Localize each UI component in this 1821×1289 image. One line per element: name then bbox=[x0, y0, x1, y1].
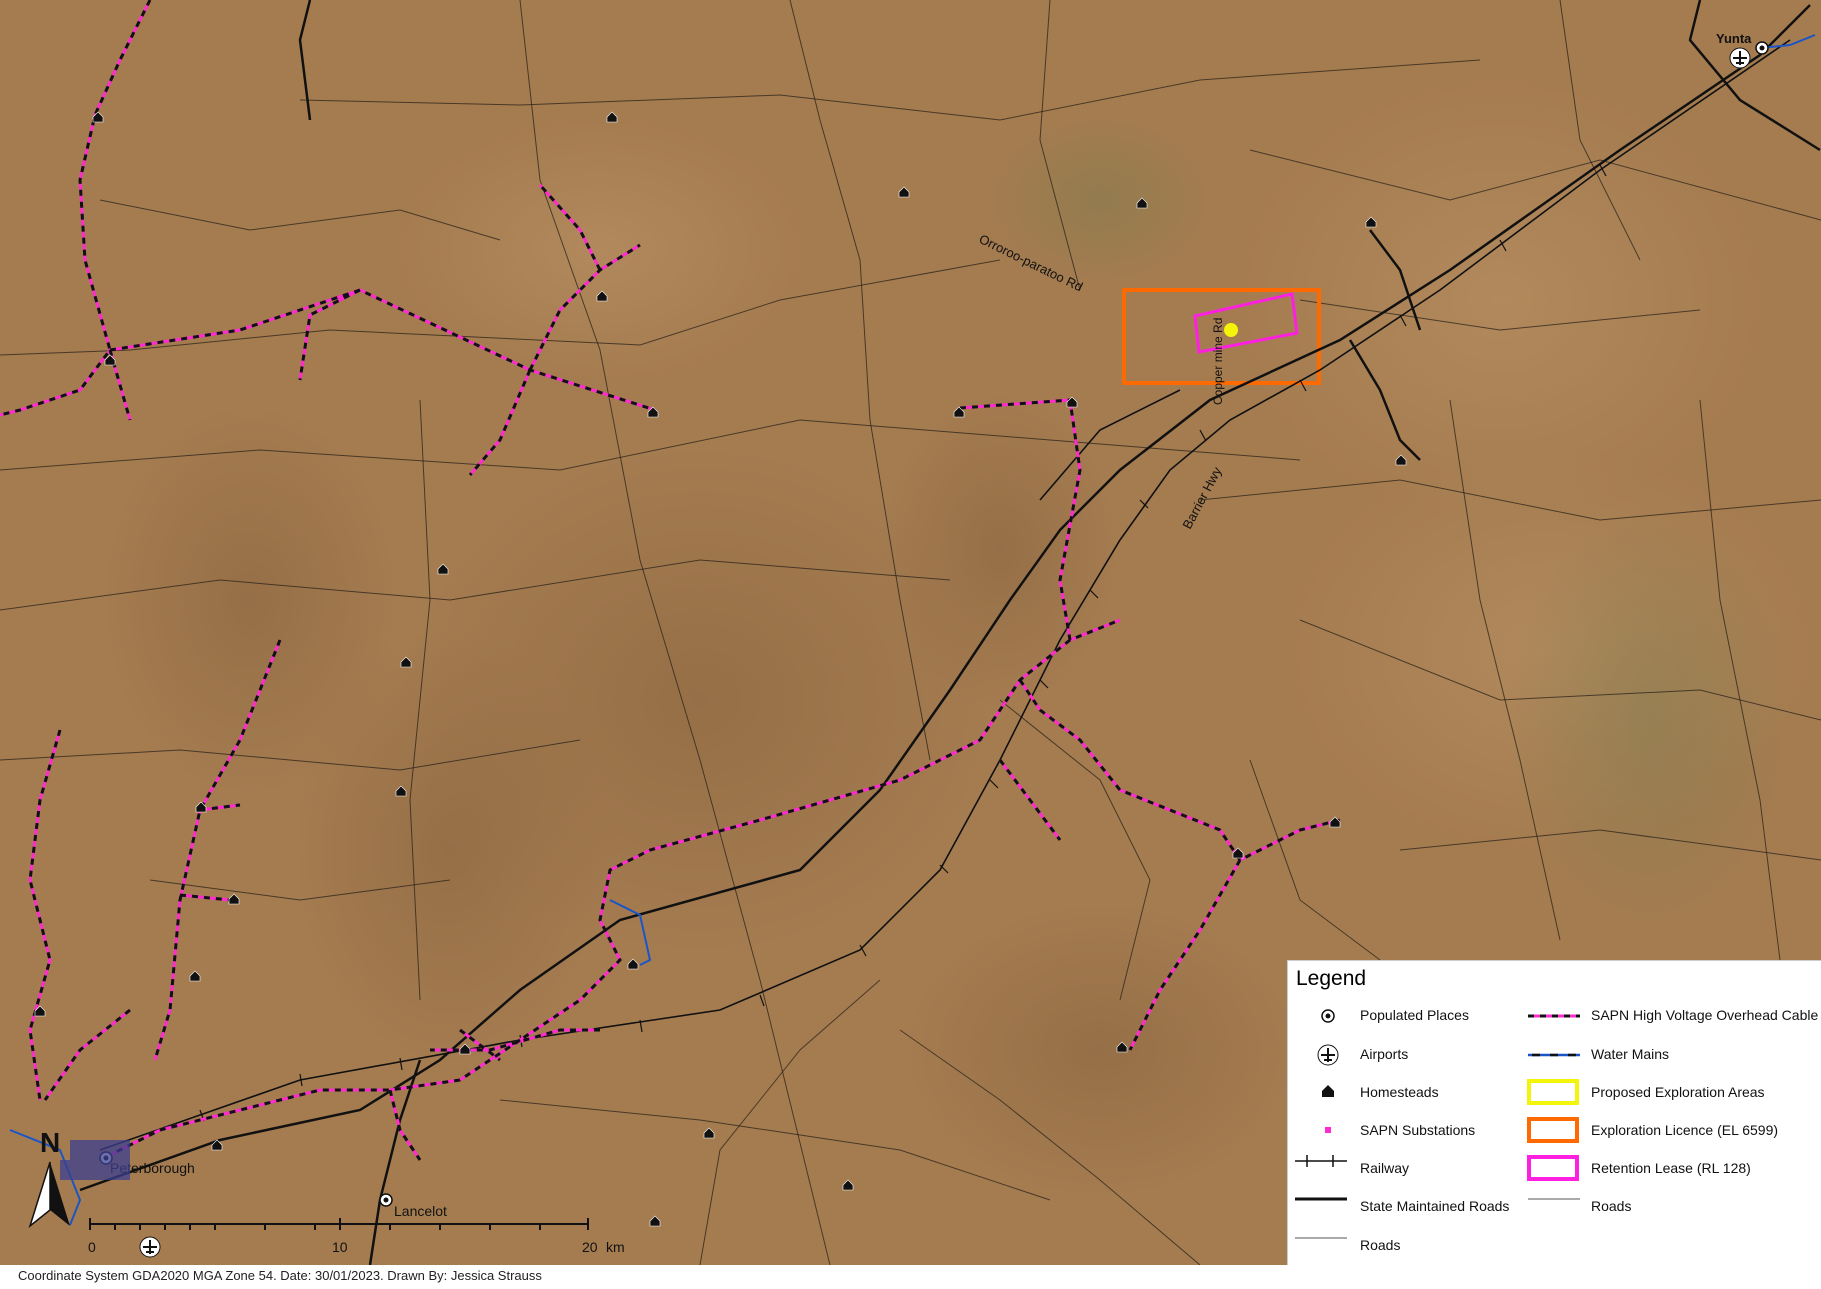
homesteads bbox=[34, 111, 1407, 1227]
place-label-peterborough: Peterborough bbox=[110, 1160, 195, 1176]
legend-retention-lease: Retention Lease (RL 128) bbox=[1591, 1160, 1751, 1176]
legend-proposed-areas: Proposed Exploration Areas bbox=[1591, 1084, 1765, 1100]
scale-tick-0: 0 bbox=[88, 1239, 96, 1255]
exploration-licence-boundary[interactable] bbox=[1122, 288, 1321, 385]
legend-substations: SAPN Substations bbox=[1360, 1122, 1476, 1138]
north-label: N bbox=[40, 1130, 60, 1158]
proposed-area-symbol bbox=[1527, 1079, 1579, 1105]
hv-overhead-cable bbox=[0, 0, 1341, 1162]
legend-airports: Airports bbox=[1360, 1046, 1409, 1062]
road-label-copper-mine: Copper mine Rd bbox=[1211, 318, 1225, 405]
place-label-lancelot: Lancelot bbox=[394, 1203, 447, 1219]
road-symbol-right bbox=[1528, 1198, 1580, 1200]
water-mains bbox=[609, 899, 652, 966]
hv-cable-symbol bbox=[1528, 1014, 1580, 1018]
legend-state-roads: State Maintained Roads bbox=[1360, 1198, 1510, 1214]
legend-roads-right: Roads bbox=[1591, 1198, 1632, 1214]
scale-tick-20: 20 bbox=[582, 1239, 598, 1255]
state-road-symbol bbox=[1295, 1197, 1347, 1201]
populated-place-symbol bbox=[1321, 1009, 1335, 1023]
airport-yunta[interactable] bbox=[1729, 47, 1751, 69]
retention-lease-boundary[interactable] bbox=[1193, 292, 1299, 354]
railway-symbol bbox=[1295, 1155, 1347, 1167]
homestead-icon bbox=[1322, 1085, 1334, 1097]
scale-bar: 0 10 20 km bbox=[88, 1218, 625, 1255]
populated-place-lancelot[interactable]: Lancelot bbox=[379, 1193, 447, 1219]
legend-title: Legend bbox=[1296, 967, 1367, 990]
airport-peterborough[interactable] bbox=[139, 1236, 161, 1258]
legend-populated-places: Populated Places bbox=[1360, 1007, 1469, 1023]
footer-credits: Coordinate System GDA2020 MGA Zone 54. D… bbox=[18, 1268, 542, 1283]
scale-unit: km bbox=[606, 1239, 625, 1255]
water-mains-yunta bbox=[1759, 34, 1816, 49]
road-symbol bbox=[1295, 1237, 1347, 1239]
proposed-exploration-area[interactable] bbox=[1224, 323, 1238, 337]
legend-water-mains: Water Mains bbox=[1591, 1046, 1670, 1062]
retention-lease-symbol bbox=[1527, 1155, 1579, 1181]
terrain-shading bbox=[100, 80, 1810, 1200]
legend-panel: Legend Populated Places Airports Homeste… bbox=[1287, 960, 1821, 1265]
exploration-licence-symbol bbox=[1527, 1117, 1579, 1143]
legend-homesteads: Homesteads bbox=[1360, 1084, 1439, 1100]
substation-icon bbox=[1325, 1127, 1331, 1133]
state-maintained-roads bbox=[79, 0, 1821, 1266]
water-mains-symbol bbox=[1528, 1053, 1580, 1057]
north-arrow: N bbox=[28, 1130, 70, 1229]
scale-tick-10: 10 bbox=[332, 1239, 348, 1255]
legend-roads: Roads bbox=[1360, 1237, 1401, 1253]
peterborough-urban-area bbox=[60, 1140, 130, 1180]
place-label-yunta: Yunta bbox=[1716, 31, 1752, 46]
legend-exploration-licence: Exploration Licence (EL 6599) bbox=[1591, 1122, 1779, 1138]
airport-icon bbox=[1317, 1044, 1339, 1066]
footer-strip bbox=[0, 1265, 1821, 1289]
populated-place-yunta[interactable]: Yunta bbox=[1716, 31, 1769, 55]
legend-railway: Railway bbox=[1360, 1160, 1410, 1176]
legend-hv-cable: SAPN High Voltage Overhead Cable bbox=[1591, 1007, 1819, 1023]
